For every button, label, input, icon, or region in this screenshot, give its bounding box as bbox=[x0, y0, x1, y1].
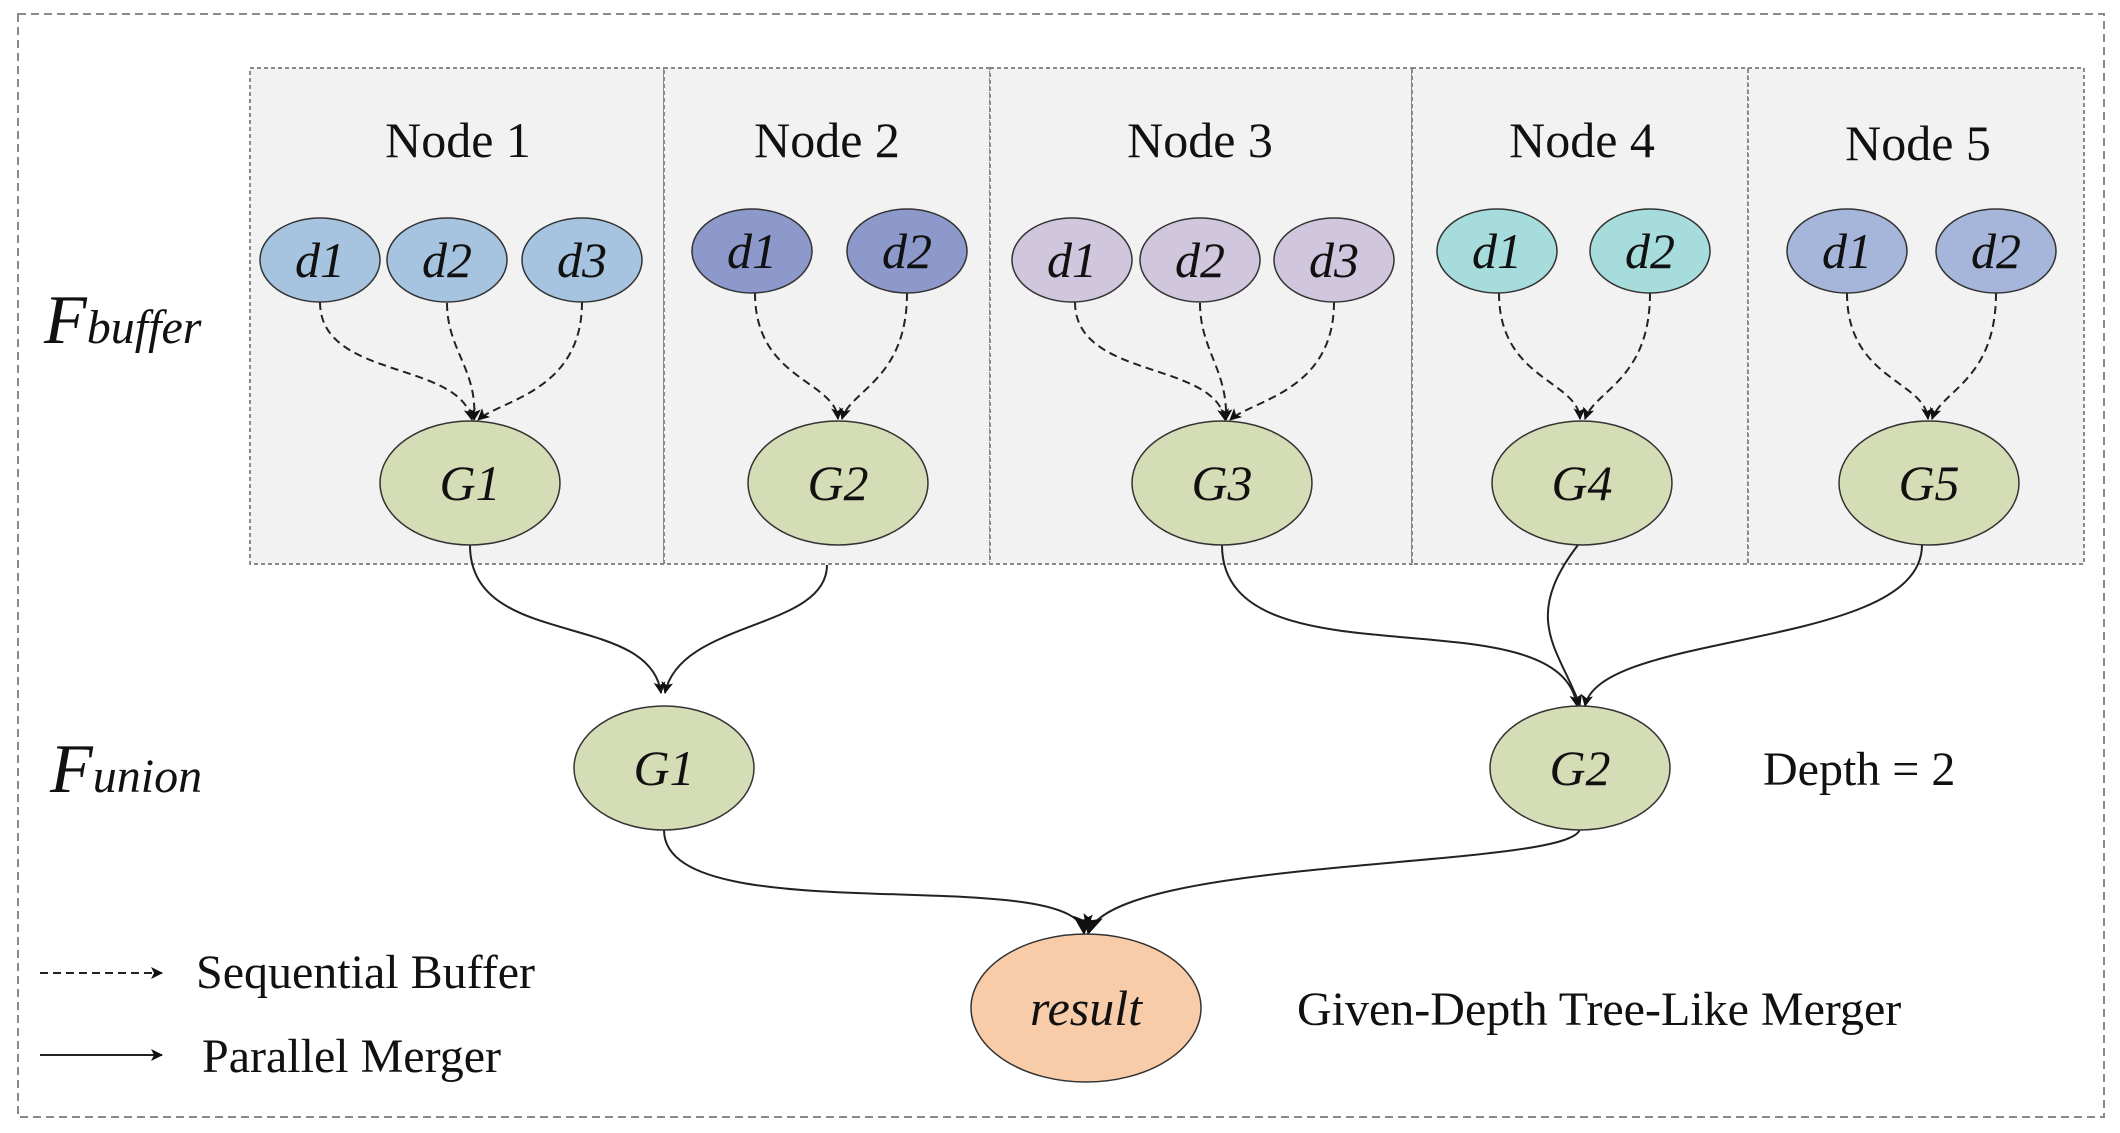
seq-arrow bbox=[1498, 292, 1586, 420]
group-node-g3 bbox=[1131, 420, 1313, 546]
par-arrow bbox=[1546, 544, 1582, 707]
data-items bbox=[259, 208, 2057, 303]
data-label: d3 bbox=[1309, 232, 1359, 288]
data-label: d1 bbox=[1822, 223, 1872, 279]
par-arrow bbox=[1221, 544, 1582, 707]
section-label-union: Funion bbox=[49, 731, 202, 808]
section-label-buffer: Fbuffer bbox=[43, 282, 202, 359]
parallel-arrows bbox=[469, 544, 1923, 936]
data-item-n4-d2 bbox=[1589, 208, 1711, 294]
node-title-5: Node 5 bbox=[1845, 115, 1991, 171]
union-label: G2 bbox=[1549, 740, 1610, 796]
data-item-n1-d3 bbox=[521, 217, 643, 303]
data-label: d1 bbox=[1047, 232, 1097, 288]
depth-label: Depth = 2 bbox=[1763, 743, 1955, 796]
seq-arrow bbox=[319, 301, 476, 421]
node-title-3: Node 3 bbox=[1127, 112, 1273, 168]
seq-arrow bbox=[477, 301, 583, 421]
group-label: G1 bbox=[439, 455, 500, 511]
data-item-n5-d2 bbox=[1935, 208, 2057, 294]
data-item-n4-d1 bbox=[1436, 208, 1558, 294]
union-groups bbox=[573, 705, 1671, 831]
data-item-n2-d2 bbox=[846, 208, 968, 294]
seq-arrow bbox=[1582, 292, 1651, 420]
data-label: d1 bbox=[1472, 223, 1522, 279]
node-title-2: Node 2 bbox=[754, 112, 900, 168]
data-label: d1 bbox=[727, 223, 777, 279]
seq-arrow bbox=[1229, 301, 1335, 421]
group-label: G4 bbox=[1551, 455, 1612, 511]
seq-arrow bbox=[754, 292, 844, 420]
legend-parallel-label: Parallel Merger bbox=[202, 1030, 501, 1083]
seq-arrow bbox=[839, 292, 908, 420]
seq-arrow bbox=[1929, 292, 1997, 420]
legend: Sequential Buffer Parallel Merger bbox=[40, 946, 535, 1083]
seq-arrow bbox=[1074, 301, 1230, 421]
par-arrow bbox=[663, 829, 1093, 936]
data-label: d2 bbox=[1625, 223, 1675, 279]
data-label: d1 bbox=[295, 232, 345, 288]
seq-arrow bbox=[446, 302, 481, 421]
data-item-n3-d2 bbox=[1139, 217, 1261, 303]
data-item-n2-d1 bbox=[691, 208, 813, 294]
data-item-n3-d1 bbox=[1011, 217, 1133, 303]
data-label: d2 bbox=[882, 223, 932, 279]
data-item-n1-d2 bbox=[386, 217, 508, 303]
data-label: d2 bbox=[1175, 232, 1225, 288]
result-node bbox=[970, 933, 1202, 1083]
data-label: d3 bbox=[557, 232, 607, 288]
data-item-n1-d1 bbox=[259, 217, 381, 303]
par-arrow bbox=[469, 544, 666, 694]
group-node-g1 bbox=[379, 420, 561, 546]
group-node-g4 bbox=[1491, 420, 1673, 546]
node-title-1: Node 1 bbox=[385, 112, 531, 168]
group-label: G3 bbox=[1191, 455, 1252, 511]
diagram-caption: Given-Depth Tree-Like Merger bbox=[1297, 983, 1901, 1036]
buffer-groups bbox=[379, 420, 2020, 546]
union-label: G1 bbox=[633, 740, 694, 796]
legend-sequential-label: Sequential Buffer bbox=[196, 946, 535, 999]
sequential-arrows bbox=[319, 292, 1997, 421]
union-node-g1 bbox=[573, 705, 755, 831]
group-node-g5 bbox=[1838, 420, 2020, 546]
seq-arrow bbox=[1846, 292, 1934, 420]
data-label: d2 bbox=[1971, 223, 2021, 279]
node-title-4: Node 4 bbox=[1509, 112, 1655, 168]
par-arrow bbox=[1083, 827, 1581, 936]
union-node-g2 bbox=[1489, 705, 1671, 831]
group-label: G2 bbox=[807, 455, 868, 511]
seq-arrow bbox=[1199, 302, 1233, 421]
par-arrow bbox=[1581, 544, 1923, 707]
group-label: G5 bbox=[1898, 455, 1959, 511]
node-panel-1 bbox=[249, 67, 665, 565]
group-node-g2 bbox=[747, 420, 929, 546]
outer-frame bbox=[17, 13, 2105, 1118]
data-item-n5-d1 bbox=[1786, 208, 1908, 294]
par-arrow bbox=[661, 564, 828, 694]
result-label: result bbox=[1030, 980, 1143, 1036]
data-label: d2 bbox=[422, 232, 472, 288]
data-item-n3-d3 bbox=[1273, 217, 1395, 303]
